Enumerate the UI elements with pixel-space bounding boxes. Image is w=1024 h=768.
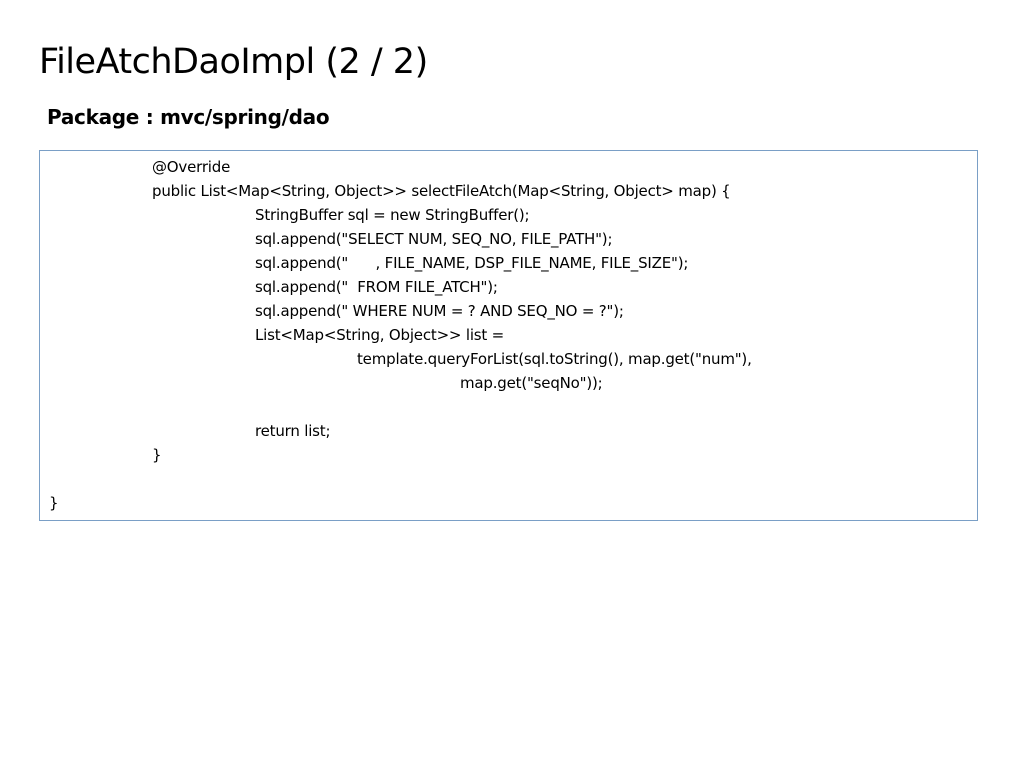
code-line: List<Map<String, Object>> list = xyxy=(255,326,505,344)
slide-title: FileAtchDaoImpl (2 / 2) xyxy=(39,42,428,82)
code-line: sql.append(" , FILE_NAME, DSP_FILE_NAME,… xyxy=(255,254,689,272)
code-block: @Override public List<Map<String, Object… xyxy=(39,150,978,521)
code-line: StringBuffer sql = new StringBuffer(); xyxy=(255,206,530,224)
code-line: sql.append(" WHERE NUM = ? AND SEQ_NO = … xyxy=(255,302,624,320)
code-line: @Override xyxy=(152,158,231,176)
code-line: return list; xyxy=(255,422,331,440)
code-line: sql.append(" FROM FILE_ATCH"); xyxy=(255,278,498,296)
code-line: template.queryForList(sql.toString(), ma… xyxy=(357,350,752,368)
code-line: } xyxy=(49,494,59,512)
code-line: map.get("seqNo")); xyxy=(460,374,603,392)
code-line: public List<Map<String, Object>> selectF… xyxy=(152,182,731,200)
package-subtitle: Package : mvc/spring/dao xyxy=(47,105,330,129)
code-line: } xyxy=(152,446,162,464)
code-line: sql.append("SELECT NUM, SEQ_NO, FILE_PAT… xyxy=(255,230,613,248)
